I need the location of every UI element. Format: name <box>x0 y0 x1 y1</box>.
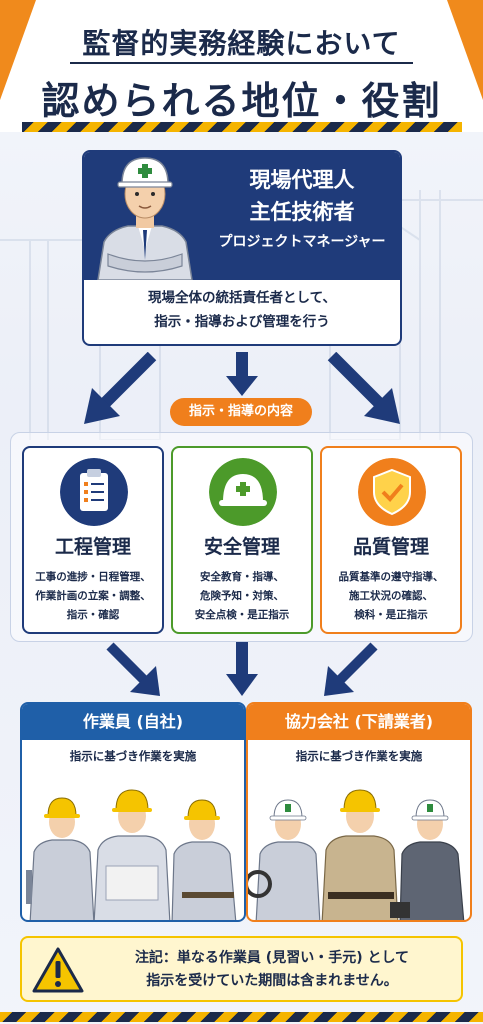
quality-desc-line3: 検科・是正指示 <box>354 609 428 621</box>
card-company-workers: 作業員 (自社) 指示に基づき作業を実施 <box>20 702 246 922</box>
subcontractors-title: 協力会社 (下請業者) <box>248 704 470 740</box>
note-box: 注記：単なる作業員 (見習い・手元) として 指示を受けていた期間は含まれません… <box>20 936 463 1002</box>
arrow-down-icon <box>226 352 258 396</box>
title-divider <box>70 62 413 64</box>
arrow-down-right-icon <box>327 352 400 424</box>
note-text: 注記：単なる作業員 (見習い・手元) として 指示を受けていた期間は含まれません… <box>86 947 458 993</box>
role-chief-engineer: 主任技術者 <box>249 200 355 224</box>
schedule-desc-line1: 工事の進捗・日程管理、 <box>35 571 151 583</box>
card-quality-management: 品質管理 品質基準の遵守指導、 施工状況の確認、 検科・是正指示 <box>320 446 462 634</box>
quality-desc-line2: 施工状況の確認、 <box>349 590 433 602</box>
manager-desc-line2: 指示・指導および管理を行う <box>154 314 330 330</box>
quality-description: 品質基準の遵守指導、 施工状況の確認、 検科・是正指示 <box>326 568 456 625</box>
manager-desc-line1: 現場全体の統括責任者として、 <box>148 290 336 306</box>
header-corner-right <box>447 0 483 100</box>
instruction-pill: 指示・指導の内容 <box>170 398 312 426</box>
safety-helmet-icon <box>209 458 277 526</box>
clipboard-icon <box>60 458 128 526</box>
subcontractors-desc: 指示に基づき作業を実施 <box>295 749 423 763</box>
note-line2: 指示を受けていた期間は含まれません。 <box>146 973 398 989</box>
manager-person-icon <box>97 157 193 280</box>
company-workers-illustration <box>26 789 237 920</box>
quality-desc-line1: 品質基準の遵守指導、 <box>338 571 444 583</box>
manager-card: 現場代理人 主任技術者 プロジェクトマネージャー 現場全体の統括責任者として、 … <box>82 150 402 346</box>
header-corner-left <box>0 0 36 100</box>
schedule-desc-line3: 指示・確認 <box>66 609 120 621</box>
card-safety-management: 安全管理 安全教育・指導、 危険予知・対策、 安全点検・是正指示 <box>171 446 313 634</box>
note-line1: 注記：単なる作業員 (見習い・手元) として <box>134 950 410 966</box>
safety-desc-line2: 危険予知・対策、 <box>200 590 284 602</box>
arrow-to-workers-left-icon <box>106 642 160 696</box>
role-site-agent: 現場代理人 <box>249 168 355 192</box>
company-workers-title: 作業員 (自社) <box>22 704 244 740</box>
page-subtitle: 監督的実務経験において <box>82 27 401 60</box>
quality-title: 品質管理 <box>352 536 429 558</box>
card-subcontractors: 協力会社 (下請業者) 指示に基づき作業を実施 <box>246 702 472 922</box>
subcontractors-illustration <box>248 789 465 920</box>
shield-check-icon <box>358 458 426 526</box>
safety-desc-line3: 安全点検・是正指示 <box>194 609 290 621</box>
schedule-description: 工事の進捗・日程管理、 作業計画の立案・調整、 指示・確認 <box>28 568 158 625</box>
role-project-manager: プロジェクトマネージャー <box>218 234 386 250</box>
arrow-down-left-icon <box>84 352 157 424</box>
hazard-stripe-top <box>22 122 462 132</box>
schedule-title: 工程管理 <box>54 536 131 558</box>
arrow-to-workers-right-icon <box>324 642 378 696</box>
card-schedule-management: 工程管理 工事の進捗・日程管理、 作業計画の立案・調整、 指示・確認 <box>22 446 164 634</box>
warning-icon <box>32 947 84 993</box>
company-workers-desc: 指示に基づき作業を実施 <box>69 749 197 763</box>
arrow-to-workers-center-icon <box>226 642 258 696</box>
hazard-stripe-bottom <box>0 1012 483 1022</box>
safety-title: 安全管理 <box>203 536 280 558</box>
manager-description: 現場全体の統括責任者として、 指示・指導および管理を行う <box>84 286 400 334</box>
header: 監督的実務経験において 認められる地位・役割 <box>0 0 483 132</box>
page-title: 認められる地位・役割 <box>41 79 442 123</box>
safety-desc-line1: 安全教育・指導、 <box>200 571 284 583</box>
schedule-desc-line2: 作業計画の立案・調整、 <box>35 590 151 602</box>
manager-roles: 現場代理人 主任技術者 プロジェクトマネージャー <box>204 164 400 256</box>
safety-description: 安全教育・指導、 危険予知・対策、 安全点検・是正指示 <box>177 568 307 625</box>
